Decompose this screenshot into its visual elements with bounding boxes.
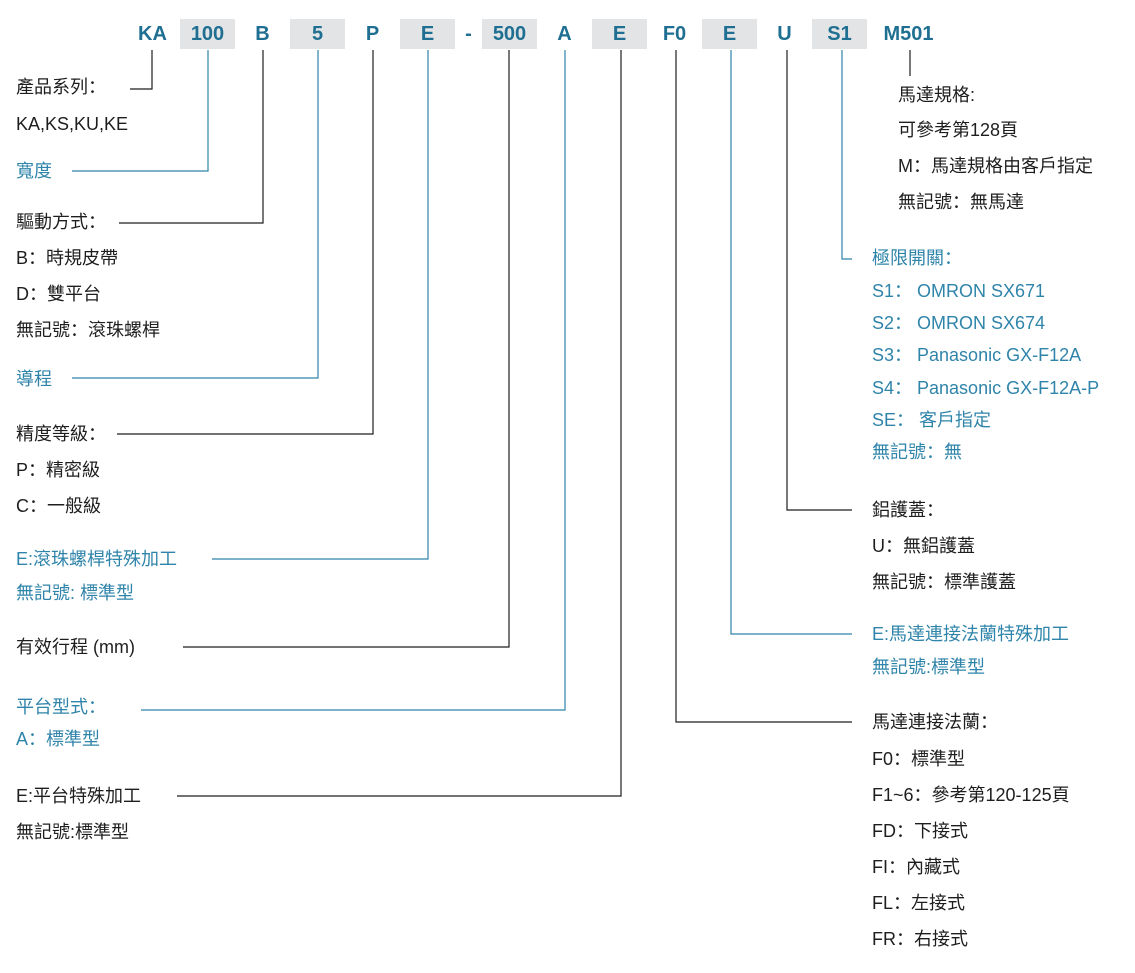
line-accuracy (117, 50, 374, 435)
code-cover: U (777, 23, 792, 45)
motor-line-3: 無記號：無馬達 (898, 192, 1024, 212)
line-flange (675, 50, 852, 723)
flange-special-line-1: 無記號:標準型 (872, 657, 986, 677)
cover-line-2: 無記號：標準護蓋 (872, 572, 1016, 592)
limit-switch-line-5: SE： 客戶指定 (872, 410, 992, 430)
code-stroke: 500 (482, 19, 537, 49)
limit-switch-line-6: 無記號：無 (872, 442, 962, 462)
drive-title: 驅動方式： (16, 212, 106, 232)
table-special-line-1: 無記號:標準型 (16, 822, 130, 842)
cover-line-1: U：無鋁護蓋 (872, 536, 975, 556)
drive-line-2: D：雙平台 (16, 284, 101, 304)
code-table-special: E (592, 19, 647, 49)
drive-line-3: 無記號：滾珠螺桿 (16, 320, 160, 340)
flange-line-3: FD：下接式 (872, 821, 968, 841)
limit-switch-line-3: S3： Panasonic GX-F12A (872, 345, 1082, 365)
code-dash: - (465, 23, 472, 45)
code-flange: F0 (662, 23, 687, 45)
line-table-type (141, 50, 566, 711)
code-screw-special: E (400, 19, 455, 49)
motor-line-2: M：馬達規格由客戶指定 (898, 156, 1093, 176)
width-title: 寬度 (16, 161, 52, 181)
screw-special-line-1: 無記號: 標準型 (16, 583, 135, 603)
motor-line-1: 可參考第128頁 (898, 120, 1019, 140)
drive-line-1: B：時規皮帶 (16, 248, 119, 268)
line-limit-switch (841, 50, 852, 260)
limit-switch-line-4: S4： Panasonic GX-F12A-P (872, 378, 1100, 398)
table-special-title: E:平台特殊加工 (16, 786, 142, 806)
stroke-title: 有效行程 (mm) (16, 637, 135, 657)
accuracy-line-1: P：精密級 (16, 460, 101, 480)
flange-line-1: F0：標準型 (872, 749, 966, 769)
code-accuracy: P (365, 23, 380, 45)
limit-switch-title: 極限開關： (872, 248, 962, 268)
code-lead: 5 (290, 19, 345, 49)
series-title: 產品系列： (16, 77, 106, 97)
flange-line-2: F1~6：參考第120-125頁 (872, 785, 1070, 805)
motor-title: 馬達規格: (898, 85, 976, 105)
line-series (130, 50, 153, 90)
line-lead (72, 50, 319, 379)
flange-line-5: FL：左接式 (872, 893, 966, 913)
line-stroke (183, 50, 510, 648)
table-type-line-1: A：標準型 (16, 729, 101, 749)
flange-line-6: FR：右接式 (872, 929, 968, 949)
code-drive: B (255, 23, 270, 45)
code-motor: M501 (883, 23, 934, 45)
line-drive (119, 50, 264, 224)
line-screw-special (212, 50, 429, 560)
code-flange-special: E (702, 19, 757, 49)
limit-switch-line-2: S2： OMRON SX674 (872, 313, 1046, 333)
flange-title: 馬達連接法蘭： (872, 712, 998, 732)
flange-line-4: FI：內藏式 (872, 857, 960, 877)
line-table-special (177, 50, 622, 797)
flange-special-title: E:馬達連接法蘭特殊加工 (872, 624, 1070, 644)
accuracy-title: 精度等級： (16, 424, 106, 444)
cover-title: 鋁護蓋： (872, 500, 944, 520)
code-table-type: A (557, 23, 572, 45)
lead-title: 導程 (16, 369, 52, 389)
code-limit-switch: S1 (812, 19, 867, 49)
table-type-title: 平台型式： (16, 697, 106, 717)
line-width (72, 50, 209, 172)
code-width: 100 (180, 19, 235, 49)
line-flange-special (730, 50, 852, 635)
series-line-1: KA,KS,KU,KE (16, 114, 129, 134)
limit-switch-line-1: S1： OMRON SX671 (872, 281, 1046, 301)
line-cover (786, 50, 852, 511)
screw-special-title: E:滾珠螺桿特殊加工 (16, 549, 178, 569)
code-series: KA (138, 23, 167, 45)
accuracy-line-2: C：一般級 (16, 496, 101, 516)
